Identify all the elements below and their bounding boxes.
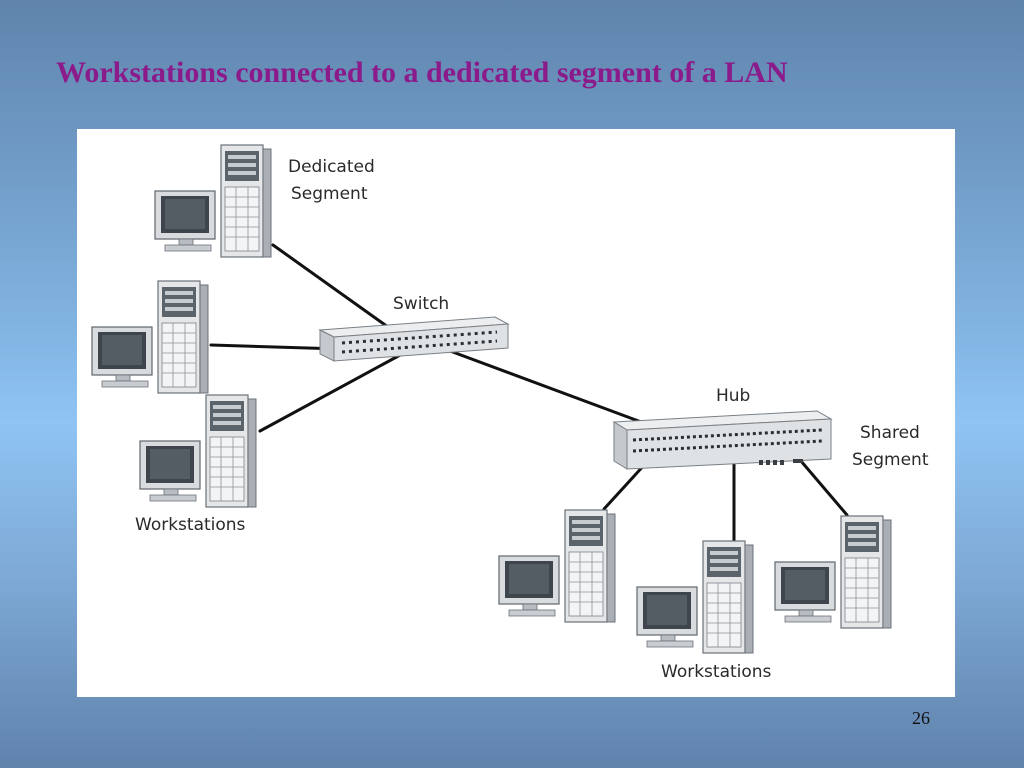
label-workstations-bottom: Workstations	[661, 662, 772, 682]
label-workstations-left: Workstations	[135, 515, 246, 535]
slide-title: Workstations connected to a dedicated se…	[56, 56, 788, 89]
cable-dedicated-to-switch	[271, 243, 404, 339]
workstation-bottom-2	[636, 540, 754, 654]
label-dedicated: Dedicated	[288, 157, 375, 177]
workstation-left-3	[139, 394, 257, 508]
workstation-bottom-1	[498, 509, 616, 623]
workstation-bottom-3	[774, 515, 892, 629]
label-shared-segment: Segment	[852, 450, 929, 470]
workstation-dedicated	[154, 144, 272, 258]
label-segment: Segment	[291, 184, 368, 204]
cables	[209, 243, 849, 551]
label-hub: Hub	[716, 386, 750, 406]
switch-icon	[318, 316, 510, 362]
hub-icon	[612, 410, 833, 470]
cable-left3-to-switch	[258, 352, 404, 433]
label-shared: Shared	[860, 423, 920, 443]
page-number: 26	[912, 708, 930, 728]
network-diagram: Dedicated Segment Switch Hub Shared Segm…	[77, 129, 955, 697]
cable-hub-to-bottom3	[793, 452, 849, 517]
workstation-left-2	[91, 280, 209, 394]
diagram-canvas: Dedicated Segment Switch Hub Shared Segm…	[91, 144, 929, 682]
label-switch: Switch	[393, 294, 449, 314]
